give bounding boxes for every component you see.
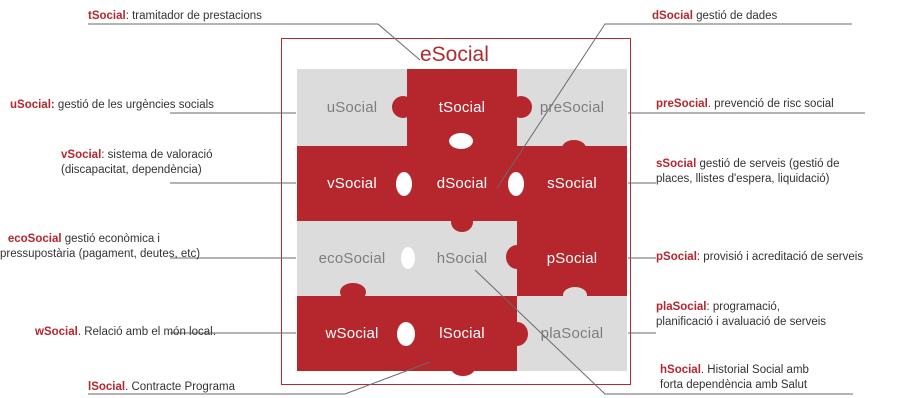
label-presocial: preSocial. prevenció de risc social [656,98,834,110]
label-ssocial: sSocial gestió de serveis (gestió de pla… [656,158,840,185]
tile-presocial: preSocial [517,69,627,146]
puzzle-knob [396,172,412,196]
tile-vsocial: vSocial [297,146,407,221]
tile-lsocial: lSocial [407,296,517,371]
line-dsocial [496,23,852,189]
label-hsocial: hSocial. Historial Social amb forta depe… [660,364,809,391]
line-tsocial [88,23,421,61]
tile-usocial: uSocial [297,69,407,146]
label-lsocial: lSocial. Contracte Programa [88,381,236,393]
label-plasocial: plaSocial: programació, planificació i a… [656,301,827,328]
tile-ssocial: sSocial [517,146,627,221]
puzzle-knob [508,172,524,196]
puzzle-knob [510,96,532,118]
puzzle-knob [506,245,528,269]
puzzle-knob [563,287,587,303]
tile-wsocial: wSocial [297,296,407,371]
diagram-title: eSocial [420,43,489,66]
tile-psocial: pSocial [517,221,627,296]
puzzle-knob [506,322,528,346]
line-hsocial [474,269,853,395]
puzzle-knob [401,247,415,269]
puzzle-knob [451,212,473,232]
label-tsocial: tSocial: tramitador de prestacions [88,10,262,22]
esocial-frame [281,38,631,385]
label-ecosocial: ecoSocial gestió econòmica i pressupostà… [0,233,201,260]
puzzle-knob [340,283,366,301]
label-vsocial: vSocial: sistema de valoració (discapaci… [61,149,213,176]
puzzle-knob [392,96,414,118]
tile-dsocial: dSocial [407,146,517,221]
puzzle-knob [449,133,473,149]
label-wsocial: wSocial. Relació amb el món local. [35,326,216,338]
label-psocial: pSocial: provisió i acreditació de serve… [656,251,864,263]
label-dsocial: dSocial gestió de dades [652,10,778,22]
tile-plasocial: plaSocial [517,296,627,371]
puzzle-knob [562,140,586,156]
tile-hsocial: hSocial [407,221,517,296]
puzzle-knob [451,360,475,376]
line-lsocial [88,361,431,395]
puzzle-knob [397,322,415,346]
label-usocial: uSocial: gestió de les urgències socials [10,99,214,111]
